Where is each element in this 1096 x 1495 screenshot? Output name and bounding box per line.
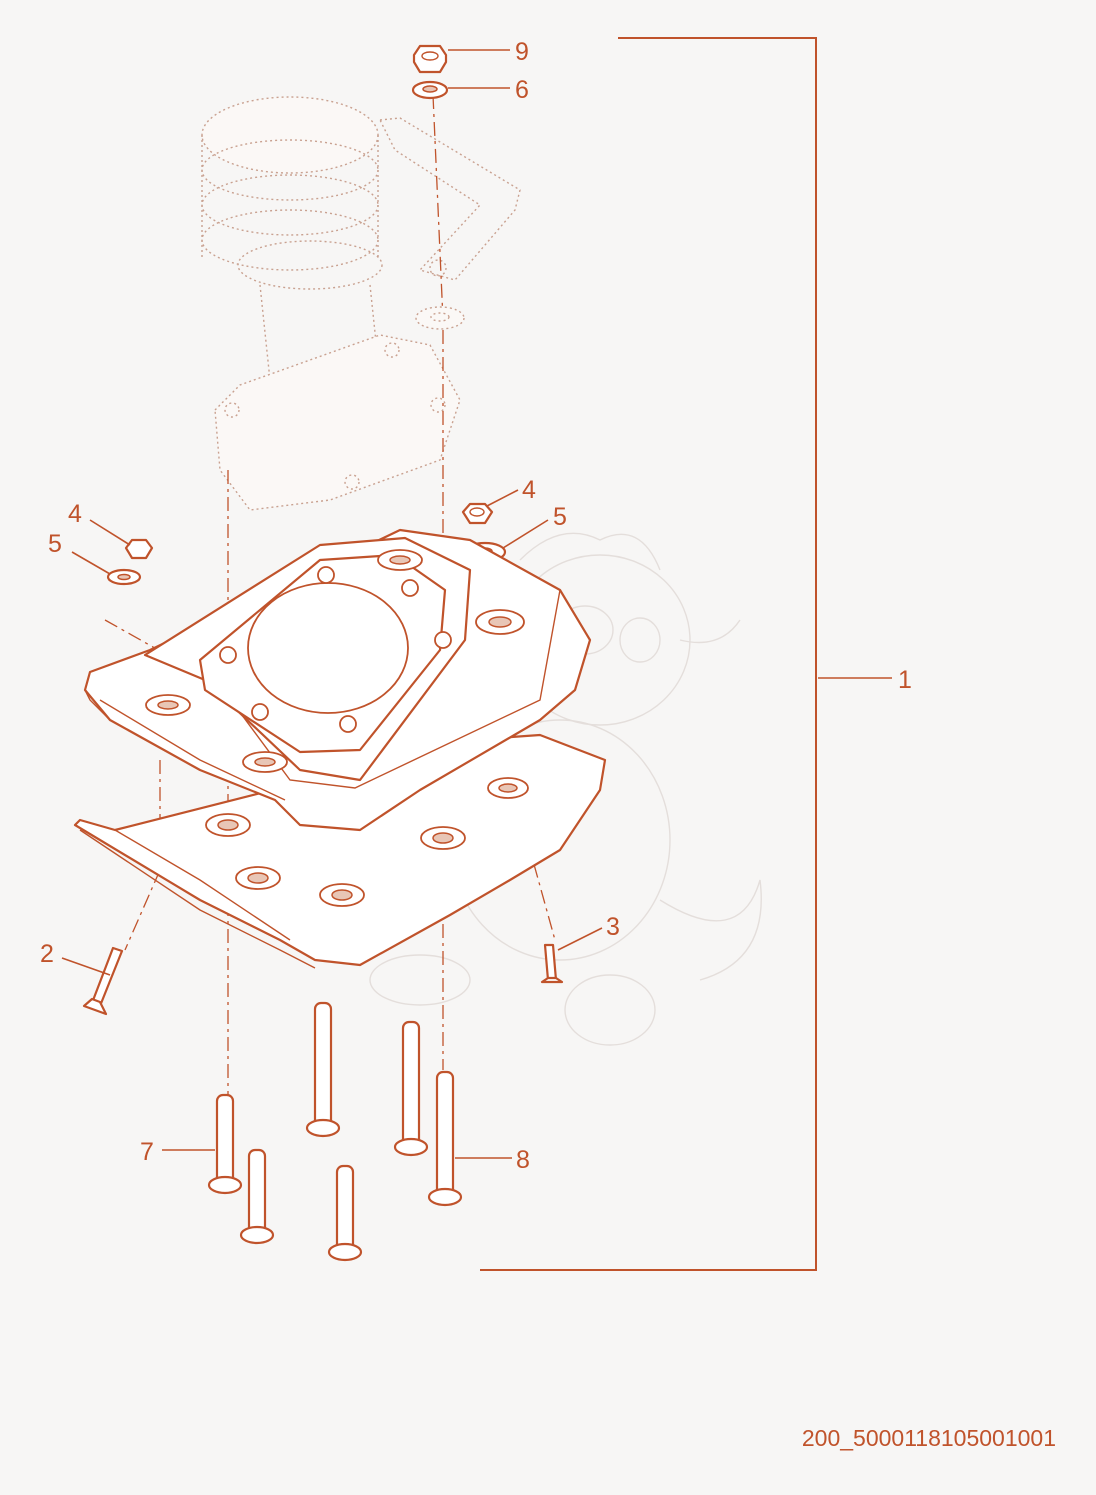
bolt-upper-right bbox=[393, 1020, 429, 1157]
bolt-2 bbox=[82, 946, 124, 1016]
document-id: 200_5000118105001001 bbox=[802, 1425, 1056, 1451]
bolt-upper-left bbox=[305, 1001, 341, 1138]
callout-7: 7 bbox=[140, 1138, 154, 1166]
callout-4-right: 4 bbox=[522, 476, 536, 504]
callout-9: 9 bbox=[515, 38, 529, 66]
callout-6: 6 bbox=[515, 76, 529, 104]
foot-frame bbox=[83, 528, 592, 832]
leader-lines bbox=[61, 49, 892, 1159]
bolt-lower-center bbox=[327, 1164, 363, 1262]
hex-nut-9 bbox=[412, 44, 448, 74]
nut-4-left bbox=[124, 538, 154, 560]
bolt-8 bbox=[427, 1070, 463, 1207]
base-plate bbox=[73, 733, 607, 969]
callout-4-left: 4 bbox=[68, 500, 82, 528]
callout-1: 1 bbox=[898, 666, 912, 694]
bolt-3 bbox=[540, 943, 564, 984]
bolt-7 bbox=[207, 1093, 243, 1195]
bolt-lower-left bbox=[239, 1148, 275, 1245]
washer-5-left bbox=[106, 568, 142, 586]
callout-3: 3 bbox=[606, 913, 620, 941]
nut-4-right bbox=[461, 502, 494, 525]
callout-5-left: 5 bbox=[48, 530, 62, 558]
assembly-bracket-1 bbox=[480, 37, 817, 1271]
callout-8: 8 bbox=[516, 1146, 530, 1174]
washer-6 bbox=[411, 80, 449, 100]
callout-2: 2 bbox=[40, 940, 54, 968]
ghost-washer bbox=[415, 306, 465, 330]
ghost-rammer-body bbox=[201, 96, 521, 511]
callout-5-right: 5 bbox=[553, 503, 567, 531]
